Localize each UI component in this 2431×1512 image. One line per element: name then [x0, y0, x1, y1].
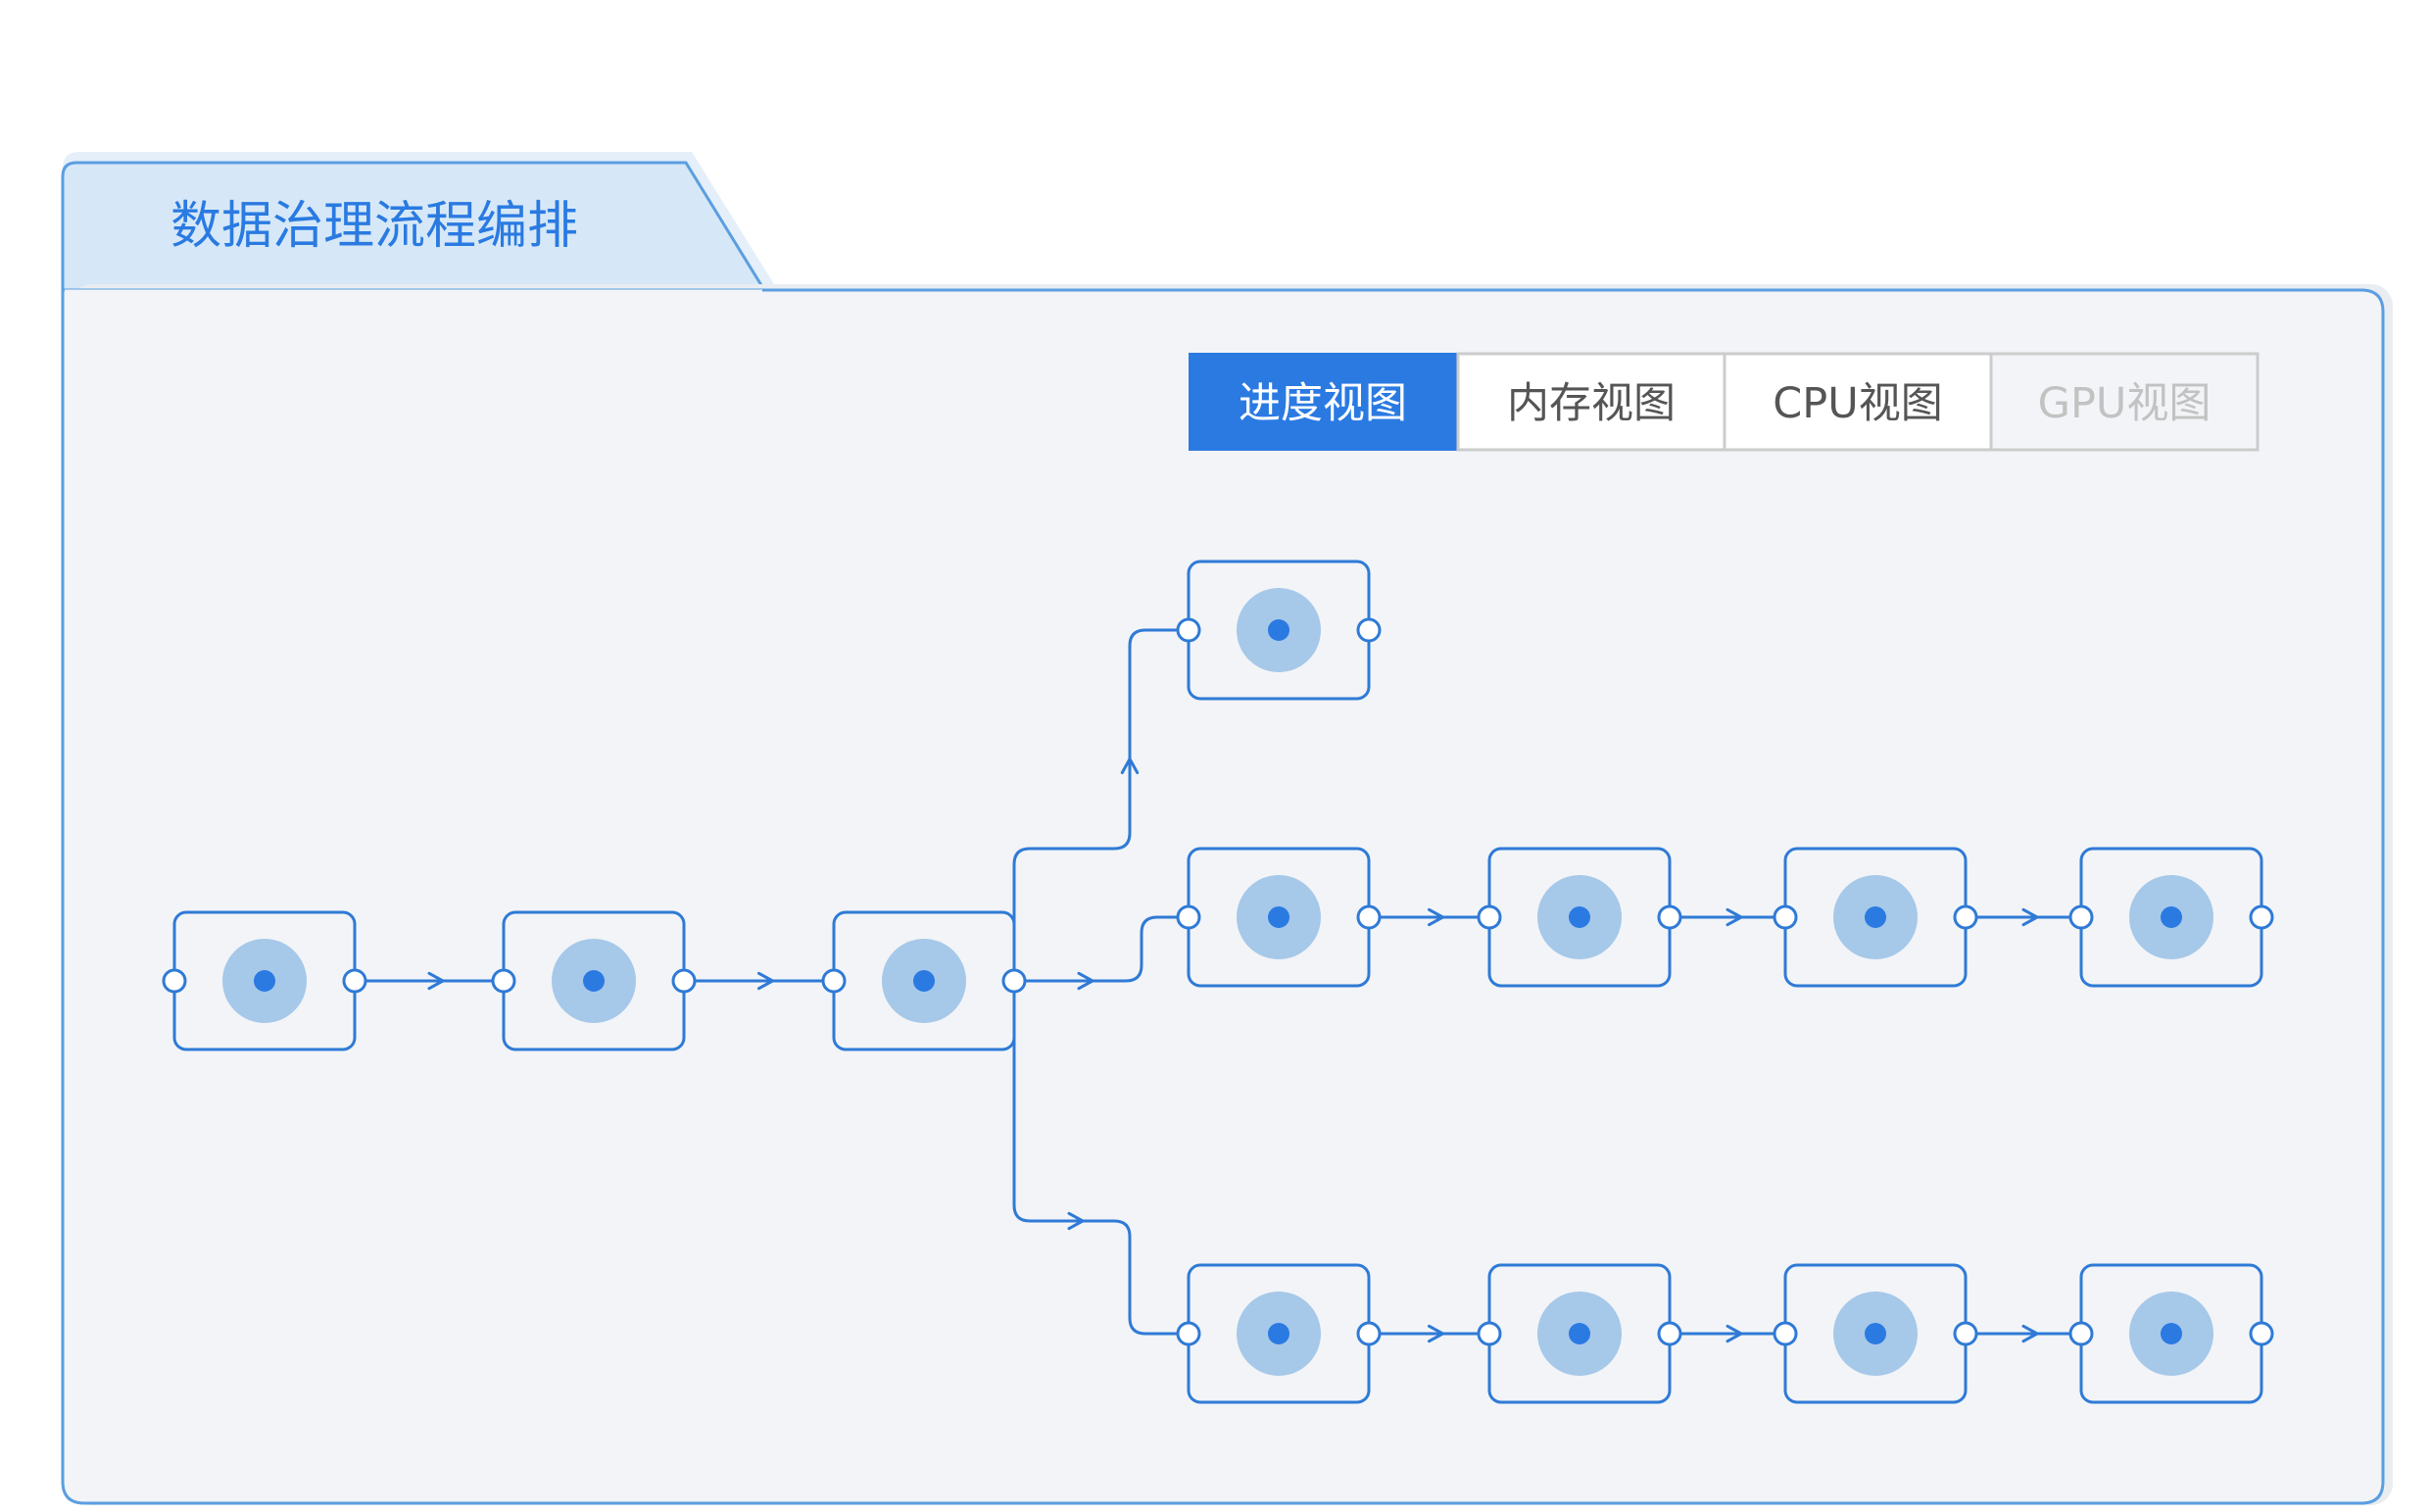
flow-node-dot-icon	[2161, 1323, 2182, 1344]
flow-node[interactable]	[821, 910, 1027, 1051]
flow-edge	[1976, 907, 2070, 927]
flow-node-dot-icon	[1569, 906, 1590, 928]
flow-node-output-port[interactable]	[1001, 968, 1027, 994]
flow-edge-line	[1012, 993, 1178, 1336]
tab-memory-view[interactable]: 内存视图	[1456, 352, 1726, 452]
panel-body-shape	[61, 288, 2385, 1505]
flow-node-dot-icon	[1268, 619, 1289, 641]
flow-edge-arrow	[2021, 1324, 2039, 1343]
flow-nodes	[162, 560, 2274, 1404]
flow-edge	[1012, 628, 1178, 971]
flow-node-input-port[interactable]	[1773, 904, 1798, 930]
flow-edge	[365, 971, 493, 991]
flow-node-output-port[interactable]	[1356, 617, 1382, 643]
flow-node-output-port[interactable]	[1356, 904, 1382, 930]
flow-edges	[365, 628, 2070, 1343]
flow-node-dot-icon	[1268, 1323, 1289, 1344]
panel-tab: 数据治理流程编排	[61, 152, 774, 292]
flow-edge	[1380, 907, 1479, 927]
flow-node-output-port[interactable]	[342, 968, 367, 994]
flow-edge	[1976, 1324, 2070, 1343]
flow-node[interactable]	[1176, 847, 1382, 988]
flow-node-dot-icon	[1865, 906, 1886, 928]
flow-edge-arrow	[2021, 907, 2039, 927]
flow-node[interactable]	[491, 910, 697, 1051]
flow-node-output-port[interactable]	[2249, 904, 2274, 930]
flow-node-dot-icon	[1268, 906, 1289, 928]
flow-edge-arrow	[1067, 1211, 1085, 1231]
flow-node-input-port[interactable]	[1176, 1321, 1201, 1346]
view-switch: 进度视图 内存视图 CPU视图 GPU视图	[1189, 352, 2260, 452]
flow-edge	[1012, 993, 1178, 1336]
flow-edge-line	[1012, 628, 1178, 971]
flow-node[interactable]	[2068, 847, 2274, 988]
flow-node-dot-icon	[1569, 1323, 1590, 1344]
flow-edge-arrow	[1726, 1324, 1743, 1343]
tab-gpu-view-label: GPU视图	[2038, 379, 2212, 428]
flow-node-input-port[interactable]	[1477, 1321, 1502, 1346]
flow-node-dot-icon	[254, 970, 275, 992]
flow-edge-arrow	[1077, 971, 1094, 991]
panel-title: 数据治理流程编排	[170, 197, 578, 256]
flow-node-dot-icon	[913, 970, 935, 992]
flow-node-input-port[interactable]	[1773, 1321, 1798, 1346]
flow-node-input-port[interactable]	[2068, 904, 2094, 930]
flow-node-output-port[interactable]	[1356, 1321, 1382, 1346]
flow-node-input-port[interactable]	[491, 968, 516, 994]
flow-edge-arrow	[427, 971, 445, 991]
flow-node[interactable]	[1176, 560, 1382, 701]
flow-node-dot-icon	[583, 970, 605, 992]
flow-node-output-port[interactable]	[1657, 904, 1682, 930]
flow-node[interactable]	[1773, 1263, 1978, 1404]
flow-node[interactable]	[1773, 847, 1978, 988]
flow-edge-arrow	[757, 971, 774, 991]
tab-cpu-view-box[interactable]	[1723, 352, 1993, 452]
flow-edge-arrow	[1428, 1324, 1444, 1343]
tab-gpu-view: GPU视图	[1989, 352, 2260, 452]
tab-gpu-view-box	[1989, 352, 2260, 452]
flow-node-input-port[interactable]	[1176, 617, 1201, 643]
flow-node[interactable]	[162, 910, 367, 1051]
tab-cpu-view[interactable]: CPU视图	[1723, 352, 1993, 452]
flow-node-output-port[interactable]	[1953, 1321, 1978, 1346]
flow-node-output-port[interactable]	[671, 968, 697, 994]
tab-memory-view-label[interactable]: 内存视图	[1507, 379, 1676, 428]
flow-edge	[695, 971, 823, 991]
flow-node-input-port[interactable]	[1176, 904, 1201, 930]
flow-node-input-port[interactable]	[1477, 904, 1502, 930]
flow-node-input-port[interactable]	[162, 968, 187, 994]
tab-progress-view-box[interactable]	[1189, 353, 1457, 451]
tab-cpu-view-label[interactable]: CPU视图	[1773, 379, 1942, 428]
flow-edge	[1025, 915, 1178, 991]
panel-body	[61, 284, 2393, 1505]
flow-edge	[1680, 1324, 1775, 1343]
flow-edge-line	[1025, 915, 1178, 983]
flow-node-dot-icon	[2161, 906, 2182, 928]
flow-node-input-port[interactable]	[821, 968, 847, 994]
flow-node-output-port[interactable]	[1657, 1321, 1682, 1346]
flow-node-input-port[interactable]	[2068, 1321, 2094, 1346]
flow-edge	[1680, 907, 1775, 927]
flow-node[interactable]	[2068, 1263, 2274, 1404]
flow-node-output-port[interactable]	[2249, 1321, 2274, 1346]
flow-node-dot-icon	[1865, 1323, 1886, 1344]
flow-node[interactable]	[1477, 847, 1682, 988]
flow-node[interactable]	[1176, 1263, 1382, 1404]
tab-progress-view[interactable]: 进度视图	[1189, 353, 1457, 451]
tab-progress-view-label[interactable]: 进度视图	[1239, 379, 1407, 428]
flow-node-output-port[interactable]	[1953, 904, 1978, 930]
flow-edge-arrow	[1120, 757, 1140, 774]
flow-edge-arrow	[1726, 907, 1743, 927]
flow-edge-arrow	[1428, 907, 1444, 927]
flow-edge	[1380, 1324, 1479, 1343]
panel-tab-shape	[61, 161, 767, 292]
flow-node[interactable]	[1477, 1263, 1682, 1404]
